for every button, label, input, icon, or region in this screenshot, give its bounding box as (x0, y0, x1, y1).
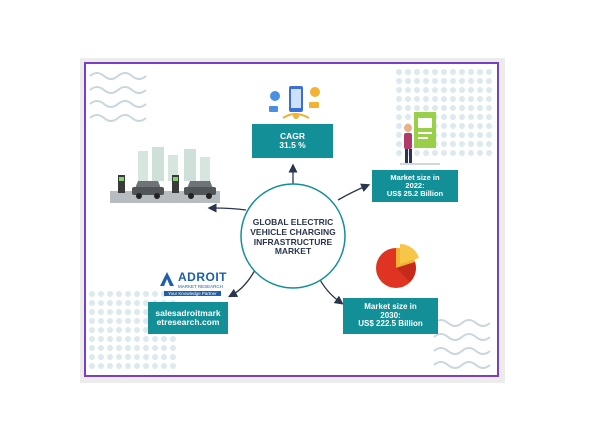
adroit-logo-mark (160, 272, 174, 286)
phone-social-icon (269, 86, 320, 119)
center-circle (240, 183, 346, 289)
center-title: GLOBAL ELECTRIC VEHICLE CHARGING INFRAST… (238, 217, 348, 257)
center-title-line: MARKET (274, 246, 312, 257)
cagr-box: CAGR 31.5 % (252, 124, 333, 158)
adroit-logo-tagline: Your Knowledge Partner (164, 291, 221, 296)
wave-lines-top-left (89, 72, 147, 122)
wave-lines-bottom-right (433, 319, 491, 369)
market-size-2030-line: Market size in (364, 301, 417, 311)
center-title-line: GLOBAL ELECTRIC (252, 217, 334, 227)
website-box: salesadroitmark etresearch.com (148, 302, 228, 334)
market-size-2030-box: Market size in 2030: US$ 222.5 Billion (343, 298, 438, 334)
adroit-logo-subtitle: MARKET RESEARCH (178, 284, 223, 289)
center-title-line: VEHICLE CHARGING (250, 226, 336, 237)
ev-charging-illustration (110, 147, 220, 203)
document-figure-icon (400, 112, 440, 165)
cagr-label: CAGR (279, 130, 306, 141)
market-size-2030-line: 2030: (380, 310, 401, 320)
market-size-2022-line: US$ 25.2 Billion (386, 189, 444, 199)
cagr-value: 31.5 % (279, 140, 306, 150)
market-size-2022-line: Market size in (390, 172, 440, 182)
market-size-2022-box: Market size in 2022: US$ 25.2 Billion (372, 170, 458, 202)
website-line: salesadroitmark (155, 307, 221, 318)
website-line: etresearch.com (156, 317, 220, 327)
market-size-2022-line: 2022: (405, 180, 425, 190)
market-size-2030-line: US$ 222.5 Billion (358, 319, 423, 329)
adroit-logo-name: ADROIT (178, 270, 227, 284)
pie-chart-icon (376, 244, 419, 288)
center-title-line: INFRASTRUCTURE (253, 236, 333, 247)
